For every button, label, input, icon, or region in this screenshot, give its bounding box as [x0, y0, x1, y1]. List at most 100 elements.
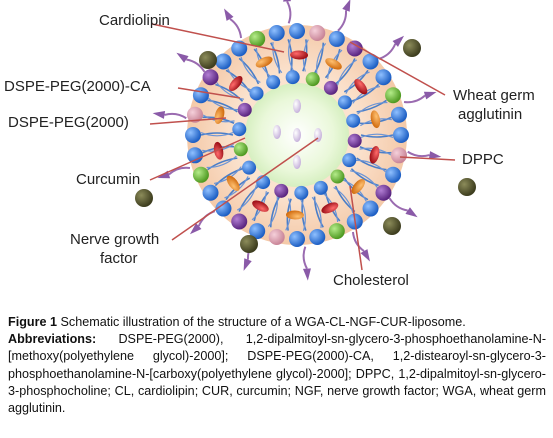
inner-head — [285, 70, 300, 85]
outer-head — [328, 30, 345, 47]
outer-head — [215, 200, 232, 217]
lipid-tail — [313, 42, 325, 74]
inner-head — [342, 153, 357, 168]
outer-head — [202, 184, 219, 201]
outer-head — [249, 223, 266, 240]
outer-leaflet-heads — [185, 23, 409, 247]
liposome-diagram — [135, 0, 476, 281]
outer-head — [362, 200, 379, 217]
outer-head — [346, 40, 363, 57]
peg-chains — [135, 0, 476, 281]
leader-line-wga — [349, 41, 446, 96]
outer-head — [289, 231, 305, 247]
lipid-tail — [236, 184, 258, 211]
wga-particle — [240, 235, 258, 253]
lipid-tail — [200, 132, 234, 136]
lipid-tail — [206, 155, 237, 169]
peg-chain — [302, 246, 308, 270]
peg-tip — [176, 52, 189, 63]
inner-head — [313, 180, 328, 195]
outer-head — [186, 147, 203, 164]
outer-head — [231, 40, 248, 57]
outer-head — [391, 106, 408, 123]
inner-head — [242, 160, 257, 175]
label-ngf-line2: factor — [100, 250, 138, 267]
inner-head — [305, 72, 320, 87]
lipid-tail — [214, 167, 243, 187]
lipid-tail — [356, 157, 387, 171]
inner-head — [330, 169, 345, 184]
peg-tip — [152, 111, 166, 119]
lipid-tail — [240, 56, 261, 83]
lipid-tail — [216, 82, 244, 100]
peg-tip — [243, 258, 252, 271]
peg-chain — [229, 18, 243, 39]
lipid-tail — [350, 168, 379, 187]
inner-head — [237, 102, 252, 117]
outer-head — [192, 87, 209, 104]
peg-tip — [423, 91, 437, 100]
lipid-tail — [360, 134, 394, 138]
lipid-tail — [288, 39, 295, 72]
lipid-tail — [269, 196, 281, 228]
curcumin-molecule — [255, 56, 273, 68]
outer-head — [391, 147, 408, 164]
label-curcumin: Curcumin — [76, 171, 141, 188]
peg-chain — [186, 58, 206, 73]
outer-head — [215, 53, 232, 70]
lipid-tail — [270, 42, 281, 74]
peg-tip — [302, 268, 311, 281]
label-ngf-line1: Nerve growth — [70, 231, 160, 248]
lipid-tail — [207, 157, 238, 171]
peg-chain — [168, 166, 191, 176]
outer-head — [289, 23, 305, 39]
inner-head — [233, 142, 248, 157]
inner-head — [294, 185, 309, 200]
lipid-tail — [356, 99, 387, 113]
ngf-particle — [273, 125, 281, 139]
leader-line-dppc — [399, 156, 456, 161]
label-wga-line2: agglutinin — [458, 106, 523, 123]
peg-tip — [342, 0, 351, 12]
label-dspe-peg-ca: DSPE-PEG(2000)-CA — [4, 78, 151, 95]
caption-title-line: Figure 1 Schematic illustration of the s… — [8, 314, 546, 331]
leader-line-dspe-peg-ca — [177, 87, 241, 99]
lipid-tail — [311, 196, 322, 229]
outer-head — [309, 24, 326, 41]
peg-chain — [197, 210, 216, 227]
lipid-tail — [267, 195, 279, 228]
outer-head — [393, 127, 409, 143]
outer-head — [186, 106, 203, 123]
curcumin-molecule — [226, 175, 240, 191]
inner-head — [232, 122, 247, 137]
cholesterol-molecule — [321, 202, 339, 214]
label-cholesterol: Cholesterol — [333, 272, 409, 289]
peg-tip — [392, 35, 405, 47]
inner-head — [337, 95, 352, 110]
lipid-tail — [313, 196, 324, 228]
lipid-tail — [215, 83, 244, 102]
label-wga-line1: Wheat germ — [453, 87, 535, 104]
lipid-tail — [200, 132, 234, 137]
peg-chain — [337, 10, 348, 32]
outer-head — [385, 87, 402, 104]
lipid-tail — [238, 57, 260, 85]
lipid-tail — [360, 133, 394, 138]
figure-number: Figure 1 — [8, 315, 57, 329]
label-dppc: DPPC — [462, 151, 504, 168]
peg-tip — [189, 223, 202, 235]
label-dspe-peg: DSPE-PEG(2000) — [8, 114, 129, 131]
lipid-tail — [351, 83, 380, 103]
leader-lines — [149, 23, 456, 271]
cholesterol-molecule — [229, 76, 243, 92]
peg-chain — [378, 43, 397, 60]
peg-tip — [428, 151, 442, 159]
abbreviations-text: DSPE-PEG(2000), 1,2-dipalmitoyl-sn-glyce… — [8, 332, 547, 416]
leader-line-ngf — [171, 137, 319, 241]
leader-line-dspe-peg — [149, 117, 227, 125]
peg-tip — [224, 8, 234, 21]
peg-tip — [283, 0, 292, 2]
figure-caption: Figure 1 Schematic illustration of the s… — [8, 314, 546, 417]
cholesterol-molecule — [213, 141, 224, 160]
lipid-tail — [315, 42, 327, 75]
